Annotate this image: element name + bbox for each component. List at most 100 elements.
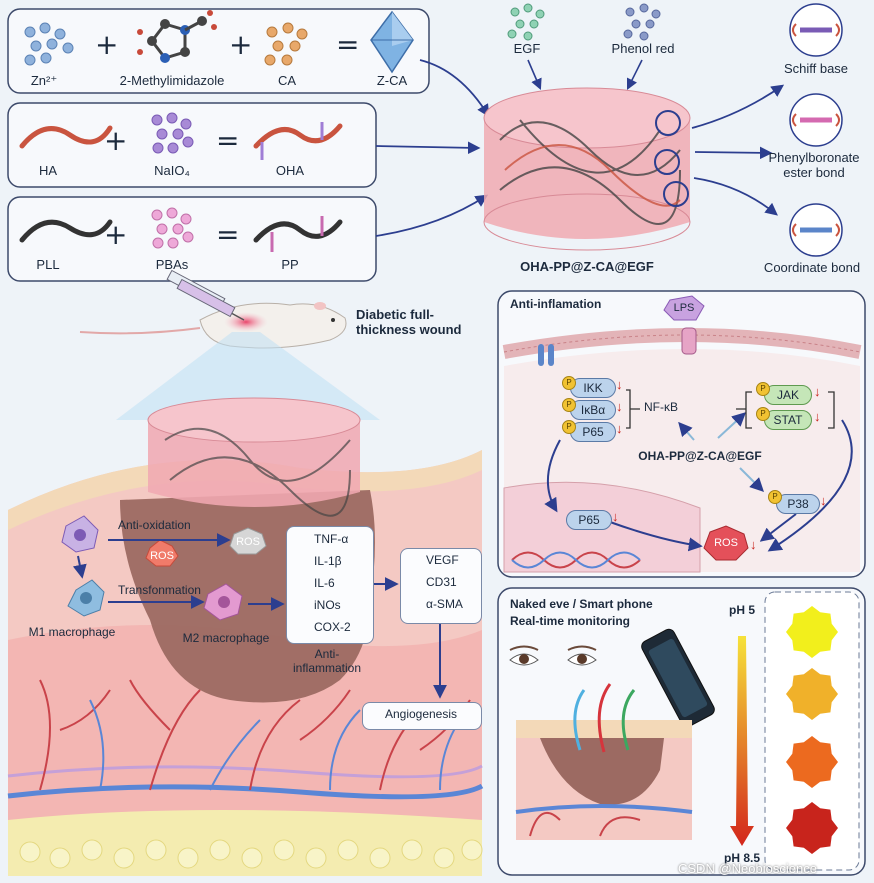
lps-receptor-icon: [681, 327, 697, 355]
egf-icon: [507, 3, 545, 41]
p65-node: P65: [570, 422, 616, 442]
wound-monitor-illustration: [515, 683, 693, 840]
stat-node: STAT: [764, 410, 812, 430]
cytokine-inos: iNOs: [314, 598, 341, 612]
mouse-illustration: [79, 302, 347, 349]
methylimidazole-label: 2-Methylimidazole: [119, 73, 225, 88]
ros-neutralized-icon: [229, 527, 267, 555]
jakstat-bracket: [736, 391, 835, 429]
ros-label: ROS: [150, 550, 174, 562]
naio4-icon: [151, 112, 194, 154]
arrow-center-to-p38: [739, 467, 764, 492]
phospho-p38: P: [768, 490, 782, 504]
lps-icon: [663, 295, 705, 321]
phenol-red-icon: [623, 3, 661, 41]
arrow-egf: [527, 59, 542, 91]
plus-sign: +: [104, 124, 128, 157]
pll-label: PLL: [36, 257, 60, 272]
arrow-phenylboronate: [694, 146, 773, 160]
watermark: CSDN @Neobioscience: [678, 861, 817, 876]
ca-icon: [264, 22, 308, 66]
arrow-oha-to-gel: [375, 141, 481, 155]
pll-chain-icon: [19, 219, 113, 243]
skin-cross-section: [7, 450, 484, 876]
smartphone-icon: [641, 628, 715, 728]
down-arrow-ros: ↓: [750, 537, 757, 552]
anti-oxidation-label: Anti-oxidation: [118, 518, 191, 532]
ph-swatch-1: [786, 606, 838, 658]
down-arrow-ikk: ↓: [616, 377, 623, 392]
down-arrow-ikba: ↓: [616, 399, 623, 414]
anti-panel-center-label: OHA-PP@Z-CA@EGF: [638, 449, 762, 463]
arrow-coordinate: [693, 177, 778, 216]
syringe-icon: [166, 269, 245, 321]
ph-gradient-arrow: [730, 636, 754, 846]
cytokine-tnf: TNF-α: [314, 532, 349, 546]
zca-label: Z-CA: [376, 73, 408, 88]
oha-label: OHA: [275, 163, 305, 178]
zn-label: Zn²⁺: [30, 73, 58, 88]
ph-swatch-3: [786, 736, 838, 788]
ph-top-label: pH 5: [728, 603, 756, 617]
oha-chain-icon: [253, 122, 343, 160]
phospho-jak: P: [756, 382, 770, 396]
ph-swatches: [786, 606, 838, 854]
arrow-center-to-nfkb: [678, 421, 695, 441]
down-arrow-stat: ↓: [814, 409, 821, 424]
wound-hydrogel-disc: [147, 397, 361, 517]
ros-neutralized-label: ROS: [236, 536, 260, 548]
m1-macrophage-label: M1 macrophage: [28, 625, 116, 639]
down-arrow-p38: ↓: [820, 493, 827, 508]
phenylboronate-label: Phenylboronate ester bond: [768, 150, 860, 180]
marker-vegf: VEGF: [426, 553, 459, 567]
cytokine-box: [286, 526, 374, 644]
zoom-beam: [116, 332, 380, 420]
plus-sign: +: [95, 28, 119, 61]
monitor-line1: Naked eve / Smart phone: [510, 597, 653, 611]
ros-panel-label: ROS: [714, 537, 738, 549]
hydrogel-disc: [483, 87, 691, 251]
pbas-label: PBAs: [155, 257, 189, 272]
pbas-icon: [151, 207, 194, 249]
transformation-label: Transfonmation: [118, 583, 201, 597]
zn-ion-icon: [24, 22, 74, 66]
pp-chain-icon: [253, 216, 343, 252]
phospho-ikba: P: [562, 398, 576, 412]
cytokine-il6: IL-6: [314, 576, 335, 590]
pp-label: PP: [281, 257, 299, 272]
down-arrow-p65: ↓: [616, 421, 623, 436]
membrane-receptor-icon: [538, 344, 554, 366]
phospho-p65: P: [562, 420, 576, 434]
arrow-m0-to-m1: [72, 555, 87, 579]
schiff-base-icon: [789, 3, 843, 57]
egf-label: EGF: [513, 41, 541, 56]
phospho-stat: P: [756, 407, 770, 421]
cytokine-il1b: IL-1β: [314, 554, 342, 568]
ha-chain-icon: [19, 125, 113, 149]
angiogenesis-box: [362, 702, 482, 730]
jak-node: JAK: [764, 385, 812, 405]
ha-label: HA: [38, 163, 58, 178]
ca-label: CA: [277, 73, 297, 88]
m2-macrophage-label: M2 macrophage: [182, 631, 270, 645]
anti-inflammation-label: Anti-inflammation: [292, 647, 362, 675]
schiff-base-label: Schiff base: [783, 61, 849, 76]
equals-sign: =: [216, 124, 240, 157]
arrow-zca-to-gel: [419, 59, 490, 118]
m2-macrophage-icon: [203, 583, 243, 621]
plus-sign: +: [104, 218, 128, 251]
naio4-label: NaIO₄: [154, 163, 190, 178]
ikba-node: IκBα: [570, 400, 616, 420]
down-arrow-p65n: ↓: [612, 509, 619, 524]
color-swatch-frame: [764, 591, 860, 871]
eyes-icon: [509, 645, 597, 666]
synthesis-box-zca: [7, 8, 430, 94]
cytokine-cox2: COX-2: [314, 620, 351, 634]
ikk-node: IKK: [570, 378, 616, 398]
arrow-p38-to-ros: [759, 513, 797, 542]
nfkb-bracket: [626, 389, 640, 429]
phospho-ikk: P: [562, 376, 576, 390]
ph-bottom-label: pH 8.5: [723, 851, 761, 865]
phenol-red-label: Phenol red: [611, 41, 675, 56]
wound-label: Diabetic full-thickness wound: [356, 307, 462, 337]
